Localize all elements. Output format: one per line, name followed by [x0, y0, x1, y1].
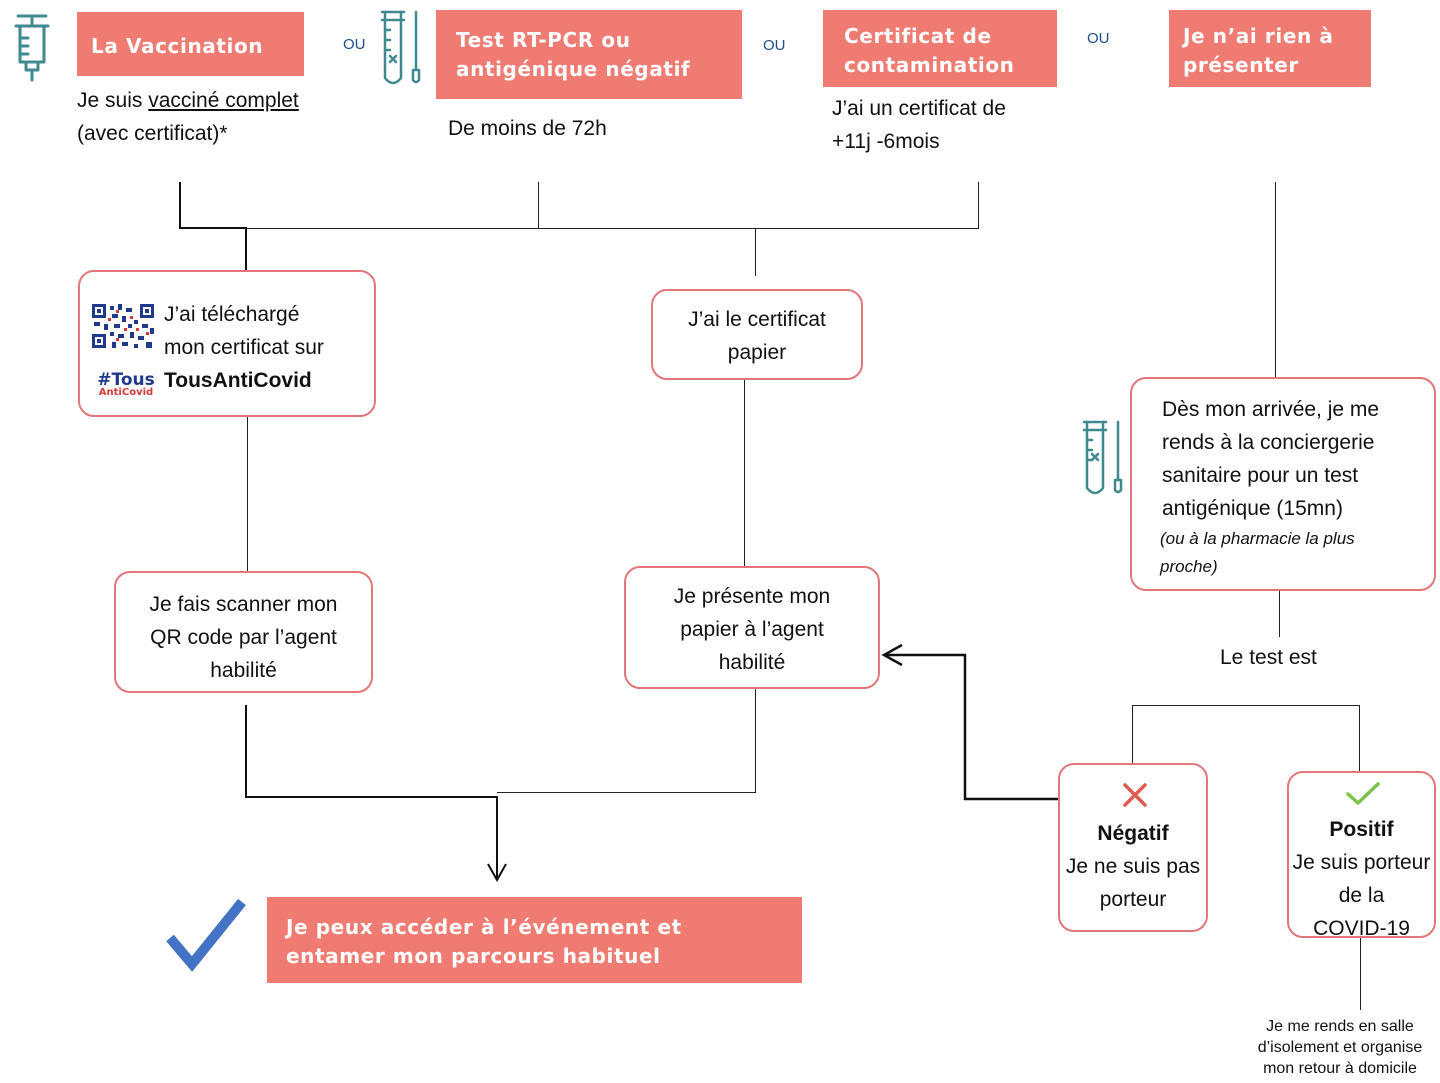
arrival-line3: sanitaire pour un test [1162, 464, 1359, 487]
nothing-title-line1: Je n’ai rien à [1183, 24, 1334, 48]
arrival-line1: Dès mon arrivée, je me [1162, 398, 1380, 421]
downloaded-app-name: TousAntiCovid [164, 369, 312, 392]
arrival-note-line2: proche) [1160, 557, 1218, 576]
scan-line2: QR code par l’agent [150, 626, 337, 649]
positive-line1: Je suis porteur [1292, 851, 1431, 874]
tousanticovid-logo: #Tous AntiCovid [91, 372, 161, 398]
connector [245, 228, 247, 270]
positive-line2: de la [1338, 884, 1385, 907]
connector [538, 182, 539, 229]
connector [1275, 182, 1276, 378]
connector [1132, 705, 1360, 706]
nothing-banner: Je n’ai rien à présenter [1169, 10, 1371, 87]
arrival-box: Dès mon arrivée, je me rends à la concie… [1130, 377, 1436, 591]
scan-box: Je fais scanner mon QR code par l’agent … [114, 571, 373, 693]
test-title-line2: antigénique négatif [456, 57, 691, 81]
positive-box: Positif Je suis porteur de la COVID-19 [1287, 771, 1436, 940]
certificate-title-line2: contamination [844, 53, 1015, 77]
connector [245, 705, 247, 798]
present-line2: papier à l’agent [680, 618, 824, 641]
vaccination-desc: Je suis vacciné complet (avec certificat… [77, 84, 299, 150]
cross-icon [1123, 783, 1147, 807]
present-line1: Je présente mon [673, 585, 831, 608]
negative-line2: porteur [1099, 888, 1167, 911]
positive-line3: COVID-19 [1313, 917, 1410, 940]
test-is-label: Le test est [1220, 646, 1317, 669]
present-line3: habilité [718, 651, 786, 674]
vaccination-desc-line2: (avec certificat)* [77, 122, 228, 145]
connector [1279, 591, 1280, 637]
paper-line1: J’ai le certificat [688, 308, 826, 331]
positive-title: Positif [1329, 818, 1394, 841]
connector [1360, 938, 1361, 1010]
vaccination-title: La Vaccination [91, 34, 264, 58]
qr-code-icon [90, 302, 156, 350]
syringe-icon [14, 14, 50, 82]
test-tube-icon [380, 10, 421, 85]
scan-line1: Je fais scanner mon [149, 593, 338, 616]
downloaded-line1: J’ai téléchargé [164, 303, 300, 326]
scan-line3: habilité [210, 659, 277, 682]
connector [179, 227, 247, 229]
logo-hash: #Tous [97, 370, 155, 390]
present-paper-box: Je présente mon papier à l’agent habilit… [624, 566, 880, 689]
vaccination-desc-underlined: vacciné complet [148, 89, 299, 112]
isolation-line1: Je me rends en salle [1266, 1018, 1414, 1035]
test-tube-icon [1082, 420, 1123, 495]
connector [247, 417, 248, 573]
certificate-desc: J’ai un certificat de +11j -6mois [832, 92, 1006, 158]
test-banner: Test RT-PCR ou antigénique négatif [436, 10, 742, 99]
negative-title: Négatif [1097, 822, 1169, 845]
arrival-line2: rends à la conciergerie [1162, 431, 1375, 454]
paper-line2: papier [727, 341, 787, 364]
big-check-icon [166, 898, 246, 972]
certificate-banner: Certificat de contamination [823, 10, 1057, 87]
test-title-line1: Test RT-PCR ou [456, 28, 631, 52]
isolation-line3: mon retour à domicile [1263, 1060, 1417, 1077]
connector [1359, 705, 1360, 771]
result-line1: Je peux accéder à l’événement et [286, 915, 682, 939]
negative-box: Négatif Je ne suis pas porteur [1058, 763, 1208, 932]
or-label-3: OU [1087, 30, 1110, 47]
negative-line1: Je ne suis pas [1065, 855, 1201, 878]
nothing-title-line2: présenter [1183, 53, 1299, 77]
result-line2: entamer mon parcours habituel [286, 944, 661, 968]
or-label-1: OU [343, 36, 366, 53]
arrival-note: (ou à la pharmacie la plus proche) [1160, 525, 1434, 581]
test-desc: De moins de 72h [448, 117, 607, 140]
connector [497, 792, 756, 793]
connector [978, 182, 979, 229]
isolation-line2: d’isolement et organise [1257, 1039, 1423, 1056]
arrival-note-line1: (ou à la pharmacie la plus [1160, 529, 1355, 548]
arrival-line4: antigénique (15mn) [1162, 497, 1343, 520]
certificate-desc-line2: +11j -6mois [832, 130, 940, 153]
downloaded-certificate-box: #Tous AntiCovid J’ai téléchargé mon cert… [78, 270, 376, 417]
connector [755, 689, 756, 792]
connector [245, 796, 497, 798]
downloaded-line2: mon certificat sur [164, 336, 324, 359]
paper-certificate-box: J’ai le certificat papier [651, 289, 863, 380]
check-icon [1346, 782, 1380, 805]
arrow-down [487, 796, 507, 883]
connector [744, 380, 745, 566]
or-label-2: OU [763, 37, 786, 54]
result-banner: Je peux accéder à l’événement et entamer… [267, 897, 802, 983]
isolation-text: Je me rends en salle d’isolement et orga… [1240, 1016, 1440, 1079]
certificate-desc-line1: J’ai un certificat de [832, 97, 1006, 120]
connector [755, 228, 756, 276]
arrow-left [881, 643, 1058, 801]
connector [179, 182, 181, 229]
certificate-title-line1: Certificat de [844, 24, 992, 48]
logo-sub: AntiCovid [98, 387, 154, 398]
downloaded-text: J’ai téléchargé mon certificat sur TousA… [164, 298, 324, 397]
connector [1132, 705, 1133, 763]
connector [247, 228, 979, 229]
vaccination-banner: La Vaccination [77, 12, 304, 76]
